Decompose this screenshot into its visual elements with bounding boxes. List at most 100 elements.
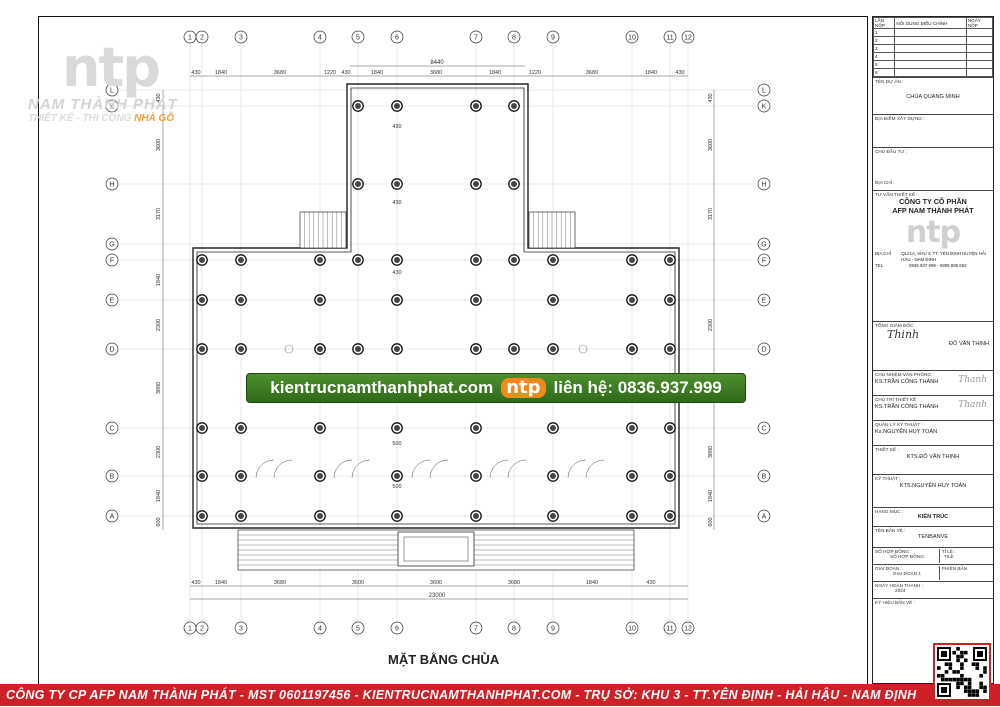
column-core — [473, 513, 479, 519]
dim-bottom: 3600 — [430, 580, 442, 586]
drawing-label: TÊN BẢN VẼ : — [875, 528, 906, 533]
qr-module — [960, 662, 964, 666]
axis-bubble — [507, 30, 521, 44]
column-core — [238, 346, 244, 352]
qr-module — [960, 673, 964, 678]
axis-label: 4 — [318, 35, 322, 42]
tb-contract: SỐ HỢP ĐỒNG : SỐ HỢP ĐỒNG — [875, 549, 940, 563]
scale-label: TỈ LỆ : — [941, 549, 956, 554]
scale-value: TILE — [943, 554, 954, 559]
axis-label: C — [761, 426, 766, 433]
column-core — [550, 473, 556, 479]
qr-module — [971, 693, 976, 697]
tb-phase-cell: GIAI ĐOẠN : GIAI ĐOẠN 1 — [875, 566, 940, 580]
axis-bubble — [757, 83, 771, 97]
drawing-value: TENBANVE — [917, 534, 949, 540]
column-core — [394, 473, 400, 479]
door-swing — [585, 459, 605, 479]
column-core — [667, 473, 673, 479]
axis-label: E — [762, 298, 767, 305]
axis-label: 10 — [628, 35, 636, 42]
column-core — [473, 346, 479, 352]
column-core — [199, 473, 205, 479]
axis-bubble — [105, 253, 119, 267]
dim-top: 1840 — [215, 70, 227, 76]
qr-module — [979, 673, 983, 678]
dim-right: 2300 — [708, 319, 714, 331]
front-landing — [397, 531, 475, 567]
column-core — [199, 346, 205, 352]
dim-right: 3600 — [708, 139, 714, 151]
qr-module — [956, 647, 960, 651]
axis-label: F — [110, 258, 114, 265]
column-core — [473, 473, 479, 479]
axis-label: 5 — [356, 626, 360, 633]
door-swing — [429, 459, 449, 479]
qr-module — [967, 681, 972, 686]
dim-top: 1220 — [529, 70, 541, 76]
column-core — [238, 257, 244, 263]
chief-office-signature: Thanh — [958, 375, 987, 385]
column-size-label: 500 — [392, 484, 401, 490]
axis-bubble — [757, 177, 771, 191]
dim-left: 2300 — [156, 319, 162, 331]
axis-bubble — [105, 83, 119, 97]
qr-code[interactable] — [933, 643, 991, 701]
axis-bubble — [546, 621, 560, 635]
axis-label: 1 — [188, 626, 192, 633]
column-size-label: 500 — [392, 441, 401, 447]
axis-bubble — [507, 621, 521, 635]
axis-label: L — [762, 88, 766, 95]
investor-label: CHỦ ĐẦU TƯ : — [875, 149, 908, 154]
axis-label: D — [761, 347, 766, 354]
banner-website[interactable]: kientrucnamthanhphat.com — [270, 378, 494, 397]
consultant-label: TƯ VẤN THIẾT KẾ : — [875, 192, 918, 197]
axis-label: 8 — [512, 626, 516, 633]
dim-left: 3170 — [156, 208, 162, 220]
address-label: ĐỊA CHỈ : — [875, 180, 895, 185]
tb-chief-design: CHỦ TRÌ THIẾT KẾ : Thanh KS.TRẦN CÔNG TH… — [873, 395, 993, 420]
rev-row: 5 — [872, 60, 896, 69]
tb-tech-manager: QUẢN LÝ KỸ THUẬT : Ks.NGUYỄN HUY TOẢN — [873, 420, 993, 445]
chief-design-signature: Thanh — [958, 400, 987, 410]
axis-bubble — [313, 30, 327, 44]
qr-module — [967, 689, 972, 693]
qr-module — [967, 693, 972, 697]
axis-bubble — [469, 30, 483, 44]
column-core — [473, 425, 479, 431]
axis-label: 11 — [666, 626, 673, 633]
column-core — [667, 297, 673, 303]
website-banner[interactable]: kientrucnamthanhphat.com ntp liên hệ: 08… — [246, 373, 746, 403]
column-core — [667, 513, 673, 519]
column-core — [473, 257, 479, 263]
tb-location: ĐỊA ĐIỂM XÂY DỰNG : — [873, 114, 993, 147]
axis-bubble — [757, 99, 771, 113]
qr-module — [956, 681, 960, 686]
qr-module — [944, 670, 949, 674]
axis-bubble — [757, 421, 771, 435]
column-size-label: 430 — [392, 124, 401, 130]
qr-module — [940, 677, 945, 682]
qr-module — [956, 685, 960, 690]
axis-label: 10 — [628, 626, 636, 633]
dim-top: 1840 — [489, 70, 501, 76]
tb-phase: GIAI ĐOẠN : GIAI ĐOẠN 1 PHIÊN BẢN — [873, 564, 993, 581]
qr-module — [975, 662, 980, 666]
category-value: KIẾN TRÚC — [917, 514, 949, 520]
qr-module — [960, 650, 964, 655]
door-swing — [567, 459, 587, 479]
qr-module — [952, 650, 956, 655]
title-block-logo: ntp — [905, 215, 961, 250]
tech-manager-name: Ks.NGUYỄN HUY TOẢN — [875, 429, 938, 435]
revision-table: LẦN NỘP NỘI DUNG ĐIỀU CHỈNH NGÀY NỘP 1 2… — [872, 17, 994, 77]
chief-design-name: KS.TRẦN CÔNG THÀNH — [875, 404, 939, 410]
dim-left: 3880 — [156, 382, 162, 394]
qr-module — [975, 689, 980, 693]
axis-label: 1 — [188, 35, 192, 42]
axis-bubble — [105, 469, 119, 483]
tb-drawing: TÊN BẢN VẼ : TENBANVE — [873, 526, 993, 547]
dim-right: 1840 — [708, 490, 714, 502]
column-core — [667, 346, 673, 352]
qr-module — [948, 662, 953, 666]
